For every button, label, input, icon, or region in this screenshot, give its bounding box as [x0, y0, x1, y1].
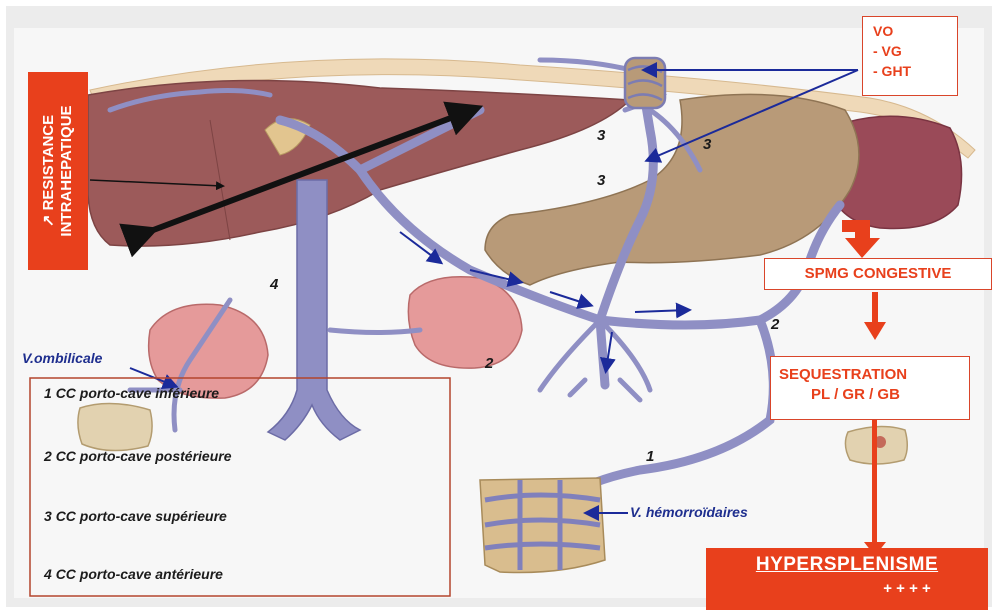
splenomegaly-box: SPMG CONGESTIVE — [764, 258, 992, 290]
causes-box: VO - VG - GHT — [862, 16, 958, 96]
route-number-3-c: 3 — [703, 136, 711, 153]
route-number-1: 1 — [646, 448, 654, 465]
resistance-line-2: INTRAHEPATIQUE — [58, 76, 76, 266]
legend-item-3-num: 3 — [44, 508, 52, 524]
right-kidney — [408, 277, 522, 368]
route-number-3-b: 3 — [597, 172, 605, 189]
legend-item-1-num: 1 — [44, 385, 52, 401]
route-number-4: 4 — [270, 276, 278, 293]
cause-vg: - VG — [873, 41, 957, 61]
red-arrow-shaft-1 — [872, 292, 878, 322]
splenomegaly-label: SPMG CONGESTIVE — [805, 265, 952, 282]
legend-item-3: 3 CC porto-cave supérieure — [44, 508, 227, 524]
sequestration-line-2: PL / GR / GB — [771, 385, 969, 405]
umbilical-vein-label: V.ombilicale — [22, 350, 102, 366]
hemorrhoidal-veins-label: V. hémorroïdaires — [630, 504, 748, 520]
red-arrow-shaft-2 — [872, 418, 877, 548]
cause-vo: VO — [873, 21, 957, 41]
legend-item-2-text: CC porto-cave postérieure — [56, 448, 232, 464]
legend-item-4-text: CC porto-cave antérieure — [56, 566, 223, 582]
resistance-line-1: ↗ RESISTANCE — [40, 76, 58, 266]
resistance-box: ↗ RESISTANCE INTRAHEPATIQUE — [28, 72, 88, 270]
route-number-2-b: 2 — [771, 316, 779, 333]
legend-item-1: 1 CC porto-cave inférieure — [44, 385, 219, 401]
hypersplenism-title: HYPERSPLENISME — [706, 554, 988, 576]
sequestration-box: SEQUESTRATION PL / GR / GB — [770, 356, 970, 420]
hypersplenism-marks: + + + + — [826, 580, 988, 597]
legend-item-2-num: 2 — [44, 448, 52, 464]
route-number-2-a: 2 — [485, 355, 493, 372]
hypersplenism-box: HYPERSPLENISME + + + + — [706, 548, 988, 610]
cause-ght: - GHT — [873, 61, 957, 81]
umbilicus — [78, 403, 152, 450]
legend-item-4-num: 4 — [44, 566, 52, 582]
esophageal-varices — [625, 58, 665, 108]
route-number-3-a: 3 — [597, 127, 605, 144]
legend-item-3-text: CC porto-cave supérieure — [56, 508, 227, 524]
sequestration-line-1: SEQUESTRATION — [771, 365, 969, 385]
rectum — [480, 478, 605, 573]
legend-item-4: 4 CC porto-cave antérieure — [44, 566, 223, 582]
legend-item-1-text: CC porto-cave inférieure — [56, 385, 219, 401]
legend-item-2: 2 CC porto-cave postérieure — [44, 448, 232, 464]
